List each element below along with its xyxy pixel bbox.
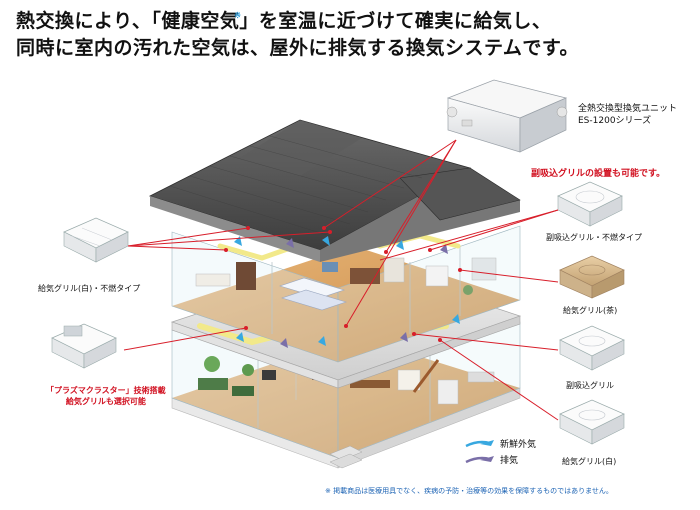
grille-sub-intake-image bbox=[559, 325, 625, 371]
label-supply-brown: 給気グリル(茶) bbox=[563, 306, 618, 315]
sub-intake-note: 副吸込グリルの設置も可能です。 bbox=[531, 169, 666, 179]
legend-exhaust-label: 排気 bbox=[500, 456, 519, 466]
label-plasma-grille: 「プラズマクラスター」技術搭載 給気グリルも選択可能 bbox=[46, 386, 166, 406]
grille-plasma-image bbox=[51, 323, 117, 369]
unit-label: 全熱交換型換気ユニット ES-1200シリーズ bbox=[578, 104, 678, 126]
leader-lines bbox=[123, 139, 559, 421]
headline-keyword: 健康空気※ bbox=[161, 10, 241, 32]
headline-line-1: 熱交換により、「健康空気※」を室温に近づけて確実に給気し、 bbox=[16, 8, 686, 35]
heat-exchange-unit bbox=[446, 79, 568, 153]
ground-floor bbox=[171, 321, 521, 469]
grille-sub-intake-noncombustible-image bbox=[557, 181, 623, 227]
exhaust-arrows bbox=[280, 238, 448, 348]
grille-supply-white-image bbox=[559, 399, 625, 445]
label-supply-white-noncombustible: 給気グリル(白)・不燃タイプ bbox=[38, 284, 141, 293]
leader-dots bbox=[224, 226, 462, 342]
label-sub-intake-noncombustible: 副吸込グリル・不燃タイプ bbox=[546, 233, 642, 242]
asterisk-mark: ※ bbox=[234, 10, 242, 20]
grille-supply-brown-image bbox=[559, 255, 625, 299]
legend-fresh-air-label: 新鮮外気 bbox=[500, 440, 537, 450]
legend-exhaust-arrow bbox=[465, 456, 494, 464]
roof bbox=[148, 119, 521, 262]
footnote: ※ 掲載商品は医療用具でなく、疾病の予防・治療等の効果を保障するものではありませ… bbox=[325, 487, 613, 495]
headline-line-2: 同時に室内の汚れた空気は、屋外に排気する換気システムです。 bbox=[16, 37, 580, 59]
headline: 熱交換により、「健康空気※」を室温に近づけて確実に給気し、 同時に室内の汚れた空… bbox=[16, 8, 686, 62]
grille-supply-white-noncombustible-image bbox=[63, 217, 129, 263]
label-supply-white: 給気グリル(白) bbox=[562, 457, 617, 466]
upper-floor bbox=[171, 212, 521, 363]
label-sub-intake: 副吸込グリル bbox=[566, 381, 614, 390]
legend-fresh-air-arrow bbox=[465, 440, 494, 448]
